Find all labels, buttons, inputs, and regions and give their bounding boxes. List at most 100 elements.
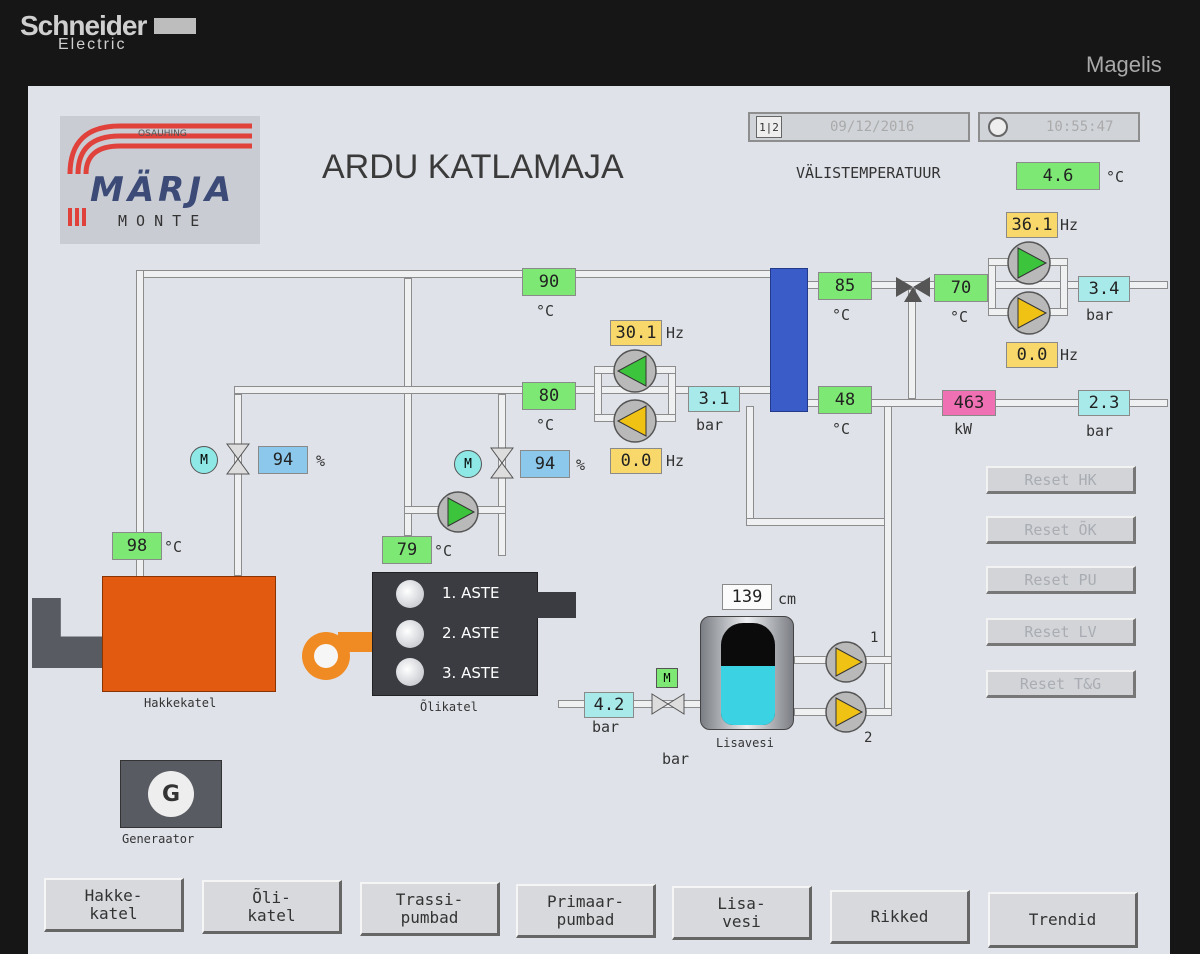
pipe [594, 368, 602, 420]
nav-trendid-button[interactable]: Trendid [988, 892, 1138, 948]
pump-a-hz-value: 30.1 [610, 320, 662, 346]
pump-b-hz-unit: Hz [666, 452, 685, 470]
nav-hakkekatel-button[interactable]: Hakke- katel [44, 878, 184, 932]
trassi-pump-b-hz-value: 0.0 [1006, 342, 1058, 368]
reset-lv-button[interactable]: Reset LV [986, 618, 1136, 646]
calendar-icon: 1|2 [756, 116, 782, 138]
pipe [136, 270, 144, 612]
trassi-pressure-unit: bar [1086, 306, 1114, 324]
valve-motor-icon[interactable]: M [656, 668, 678, 688]
brand-bar [154, 18, 197, 34]
nav-trassipumbad-button[interactable]: Trassi- pumbad [360, 882, 500, 936]
pump-stopped-icon[interactable] [1006, 290, 1052, 336]
generator[interactable]: G [120, 760, 222, 828]
reset-hk-button[interactable]: Reset HK [986, 466, 1136, 494]
return-pressure-unit: bar [1086, 422, 1114, 440]
pump-1-label: 1 [870, 630, 879, 646]
nav-rikked-button[interactable]: Rikked [830, 890, 970, 944]
generator-icon: G [148, 771, 194, 817]
hx-return-temp-value: 48 [818, 386, 872, 414]
pump-running-icon[interactable] [1006, 240, 1052, 286]
tank-water [721, 665, 775, 725]
pump-running-icon[interactable] [436, 490, 480, 534]
chip-boiler[interactable] [102, 576, 276, 692]
model-name: Magelis [1086, 52, 1162, 77]
chip-boiler-temp-unit: °C [164, 538, 183, 556]
pipe [1060, 260, 1068, 312]
return-temp-unit: °C [536, 416, 555, 434]
trassi-pressure-value: 3.4 [1078, 276, 1130, 302]
stage-label: 2. ASTE [442, 624, 500, 642]
pump-running-icon[interactable] [612, 348, 658, 394]
pump-b-hz-value: 0.0 [610, 448, 662, 474]
pump-stopped-icon[interactable] [824, 690, 868, 734]
date-value: 09/12/2016 [830, 119, 915, 135]
hx-return-temp-unit: °C [832, 420, 851, 438]
makeup-pressure-unit: bar [592, 718, 620, 736]
chip-boiler-feeder [32, 598, 104, 668]
reset-tg-button[interactable]: Reset T&G [986, 670, 1136, 698]
trassi-pump-b-hz-unit: Hz [1060, 346, 1079, 364]
trassi-pump-a-hz-unit: Hz [1060, 216, 1079, 234]
power-value: 463 [942, 390, 996, 416]
tank-water-level [721, 623, 775, 725]
logo-sub: M O N T E [118, 212, 200, 230]
nav-primaarpumbad-button[interactable]: Primaar- pumbad [516, 884, 656, 938]
date-display[interactable]: 1|2 09/12/2016 [748, 112, 970, 142]
pump-stopped-icon[interactable] [612, 398, 658, 444]
outdoor-temp-label: VÄLISTEMPERATUUR [796, 164, 941, 182]
pipe [668, 368, 676, 420]
control-valve-icon[interactable] [489, 446, 515, 480]
stage-indicator [396, 658, 424, 686]
return-pressure-value: 2.3 [1078, 390, 1130, 416]
power-unit: kW [954, 420, 973, 438]
motor-icon[interactable]: M [454, 450, 482, 478]
page-title: ARDU KATLAMAJA [322, 148, 624, 186]
mix-temp-value: 70 [934, 274, 988, 302]
valve-pressure-unit: bar [662, 750, 690, 768]
chip-boiler-label: Hakkekatel [144, 696, 217, 710]
hmi-screen: OSAUHING MÄRJA M O N T E ARDU KATLAMAJA … [28, 86, 1170, 954]
brand-sub: Electric [58, 36, 127, 53]
valve2-position-unit: % [576, 456, 586, 474]
oil-boiler-temp-unit: °C [434, 542, 453, 560]
tank-level-unit: cm [778, 590, 797, 608]
three-way-valve-icon[interactable] [894, 272, 932, 302]
supply-temp-value: 90 [522, 268, 576, 296]
heat-exchanger [770, 268, 808, 412]
oil-boiler-flue [536, 592, 576, 618]
reset-pu-button[interactable]: Reset PU [986, 566, 1136, 594]
tank-level-value: 139 [722, 584, 772, 610]
makeup-tank[interactable] [700, 616, 794, 730]
outdoor-temp-value: 4.6 [1016, 162, 1100, 190]
primary-pressure-unit: bar [696, 416, 724, 434]
logo-name: MÄRJA [90, 170, 236, 210]
nav-lisavesi-button[interactable]: Lisa- vesi [672, 886, 812, 940]
brand-name: Schneider [20, 10, 147, 41]
control-valve-icon[interactable] [225, 442, 251, 476]
pump-a-hz-unit: Hz [666, 324, 685, 342]
pipe [234, 394, 242, 576]
stage-label: 1. ASTE [442, 584, 500, 602]
makeup-pressure-value: 4.2 [584, 692, 634, 718]
trassi-pump-a-hz-value: 36.1 [1006, 212, 1058, 238]
burner-fan-icon [302, 632, 372, 680]
stage-indicator [396, 580, 424, 608]
generator-label: Generaator [122, 832, 195, 846]
pipe [746, 518, 890, 526]
pump-stopped-icon[interactable] [824, 640, 868, 684]
pump-2-label: 2 [864, 730, 873, 746]
valve1-position-value: 94 [258, 446, 308, 474]
time-display[interactable]: 10:55:47 [978, 112, 1140, 142]
stage-label: 3. ASTE [442, 664, 500, 682]
time-value: 10:55:47 [1046, 119, 1114, 135]
nav-olikatel-button[interactable]: Õli- katel [202, 880, 342, 934]
mix-temp-unit: °C [950, 308, 969, 326]
reset-ok-button[interactable]: Reset ÕK [986, 516, 1136, 544]
logo-stripes-icon [67, 123, 252, 226]
oil-boiler-temp-value: 79 [382, 536, 432, 564]
pipe [988, 260, 996, 312]
pipe [746, 406, 754, 524]
motor-icon[interactable]: M [190, 446, 218, 474]
makeup-valve-icon[interactable] [650, 692, 686, 716]
